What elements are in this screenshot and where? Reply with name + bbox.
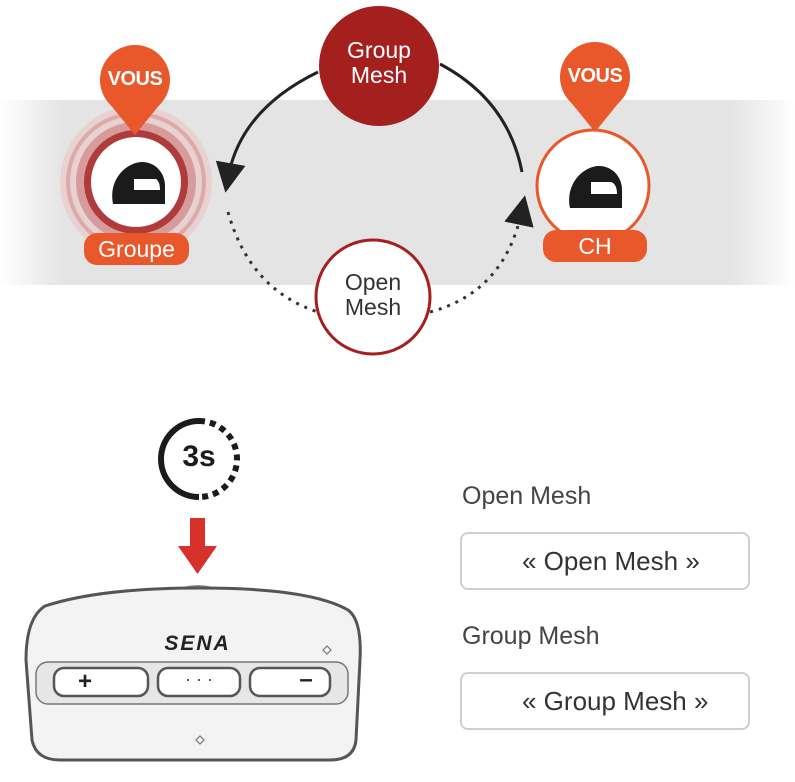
- open-mesh-speech-box: « Open Mesh »: [460, 532, 750, 590]
- timer-icon: [158, 418, 240, 500]
- helmet-icon-left: [112, 162, 166, 204]
- open-mesh-line1: Open: [344, 269, 402, 295]
- helmet-icon-right: [569, 166, 623, 208]
- solid-arc-left: [215, 70, 319, 193]
- dotted-arc-right: [429, 195, 534, 314]
- group-mesh-label: Group Mesh: [329, 37, 429, 89]
- group-mesh-speech: « Group Mesh »: [522, 685, 709, 716]
- press-arrow-icon: [178, 518, 217, 574]
- sena-logo: SENA: [164, 632, 231, 655]
- group-mesh-title: Group Mesh: [462, 622, 600, 650]
- left-pin-label: VOUS: [107, 68, 163, 90]
- timer-label: 3s: [182, 440, 216, 473]
- group-mesh-line1: Group: [347, 37, 411, 63]
- left-pin: [100, 45, 170, 135]
- right-pin-label: VOUS: [567, 65, 623, 87]
- open-mesh-line2: Mesh: [344, 294, 402, 321]
- ch-tag: CH: [543, 230, 647, 262]
- sena-device: [24, 585, 362, 762]
- center-button[interactable]: · · ·: [185, 669, 213, 689]
- open-mesh-speech: « Open Mesh »: [522, 545, 700, 576]
- solid-arc-right: [439, 62, 524, 173]
- open-mesh-circle: [314, 238, 432, 356]
- plus-button[interactable]: +: [77, 668, 92, 695]
- group-mesh-circle: [319, 6, 439, 126]
- groupe-tag: Groupe: [84, 233, 189, 265]
- right-pin: [560, 42, 630, 132]
- open-mesh-title: Open Mesh: [462, 482, 592, 510]
- group-mesh-line2: Mesh: [350, 62, 408, 89]
- minus-button[interactable]: –: [299, 666, 313, 693]
- open-mesh-label: Open Mesh: [323, 269, 423, 321]
- group-mesh-speech-box: « Group Mesh »: [460, 672, 750, 730]
- dotted-arc-left: [226, 211, 319, 314]
